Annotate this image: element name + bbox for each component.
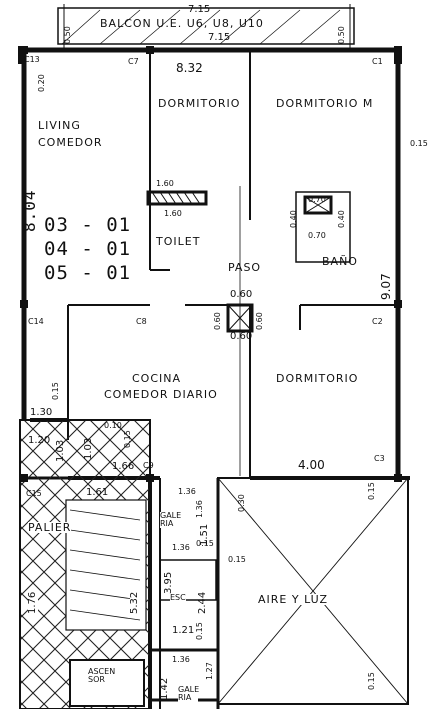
dim-120: 1.20: [28, 435, 51, 446]
unit-number-3: 05 - 01: [44, 262, 132, 284]
dim-top-width: 8.32: [176, 61, 203, 75]
dim-duct-060-a: 0.60: [230, 289, 253, 300]
dim-toilet-w1: 1.60: [156, 179, 174, 188]
dim-130: 1.30: [30, 407, 53, 418]
dim-103-b: 1.03: [83, 437, 94, 460]
room-toilet: TOILET: [156, 235, 201, 248]
dim-015-e: 0.15: [196, 539, 214, 548]
unit-number-1: 03 - 01: [44, 214, 132, 236]
dim-left-020: 0.20: [37, 74, 46, 92]
room-aire-y-luz: AIRE Y LUZ: [258, 593, 329, 606]
room-cocina: COCINA: [132, 372, 182, 385]
dim-right-015: 0.15: [410, 139, 428, 148]
dim-left-015: 0.15: [51, 382, 60, 400]
room-ascensor: ASCEN SOR: [88, 668, 118, 684]
dim-244: 2.44: [197, 591, 208, 614]
balcony-dim-left: 0.50: [63, 26, 72, 44]
dim-bano-040-b: 0.40: [337, 210, 346, 228]
dim-030: 0.30: [237, 494, 246, 512]
dim-166: 1.66: [112, 461, 135, 472]
dim-176: 1.76: [27, 591, 38, 614]
dim-015-c: 0.15: [367, 482, 376, 500]
column-c7: C7: [128, 57, 139, 66]
dim-015-d: 0.15: [367, 672, 376, 690]
dim-bano-040-a: 0.40: [289, 210, 298, 228]
column-c8: C8: [136, 317, 147, 326]
column-c1: C1: [372, 57, 383, 66]
room-galeria-2: GALE RIA: [178, 685, 200, 702]
room-dormitorio-2: DORMITORIO M: [276, 97, 374, 110]
dim-015-a: 0.15: [123, 430, 132, 448]
room-bano: BAÑO: [322, 255, 358, 268]
column-c13: C13: [24, 55, 40, 64]
dim-136-d: 1.36: [195, 500, 204, 518]
column-c3: C3: [374, 454, 385, 463]
dim-duct-060-c: 0.60: [213, 312, 222, 330]
column-c15: C15: [26, 489, 42, 498]
unit-number-2: 04 - 01: [44, 238, 132, 260]
room-comedor-diario: COMEDOR DIARIO: [104, 388, 218, 401]
dim-bano-070-a: 0.70: [308, 195, 326, 204]
room-dormitorio-3: DORMITORIO: [276, 372, 359, 385]
balcony: [57, 4, 355, 48]
room-living: LIVING: [38, 119, 81, 132]
column-markers: [20, 46, 402, 482]
balcony-dim-right: 0.50: [337, 26, 346, 44]
column-c2: C2: [372, 317, 383, 326]
dim-103-a: 1.03: [55, 439, 66, 462]
dim-532: 5.32: [129, 591, 140, 614]
room-comedor: COMEDOR: [38, 136, 103, 149]
dim-duct-060-d: 0.60: [255, 312, 264, 330]
dim-127: 1.27: [205, 662, 214, 680]
dim-161: 1.61: [86, 487, 109, 498]
dim-015-b: 0.15: [228, 555, 246, 564]
room-palier: PALIER: [28, 521, 72, 534]
dim-121: 1.21: [172, 625, 195, 636]
dim-015-f: 0.15: [195, 622, 204, 640]
dim-010: 0.10: [104, 421, 122, 430]
column-c9: C9: [143, 461, 154, 470]
dim-bano-070-b: 0.70: [308, 231, 326, 240]
balcony-dim-top: 7.15: [188, 4, 211, 15]
balcony-dim-bottom: 7.15: [208, 32, 231, 43]
dim-142: 1.42: [159, 677, 170, 700]
dim-395: 3.95: [163, 571, 174, 594]
dim-left-height: 8.04: [20, 189, 39, 232]
palier-hatch: [19, 419, 151, 709]
room-dormitorio-1: DORMITORIO: [158, 97, 241, 110]
dim-136-b: 1.36: [172, 543, 190, 552]
room-galeria-1: GALE RIA: [160, 511, 182, 528]
column-c14: C14: [28, 317, 44, 326]
balcony-label: BALCON U.E. U6, U8, U10: [100, 17, 264, 30]
dim-right-height: 9.07: [379, 273, 393, 300]
dim-toilet-w2: 1.60: [164, 209, 182, 218]
air-light-patio: [217, 477, 409, 705]
room-paso: PASO: [228, 261, 262, 274]
dim-400: 4.00: [298, 458, 325, 472]
dim-136-c: 1.36: [172, 655, 190, 664]
room-esc: ESC: [170, 593, 186, 602]
dim-duct-060-b: 0.60: [230, 331, 253, 342]
dim-136-a: 1.36: [178, 487, 196, 496]
